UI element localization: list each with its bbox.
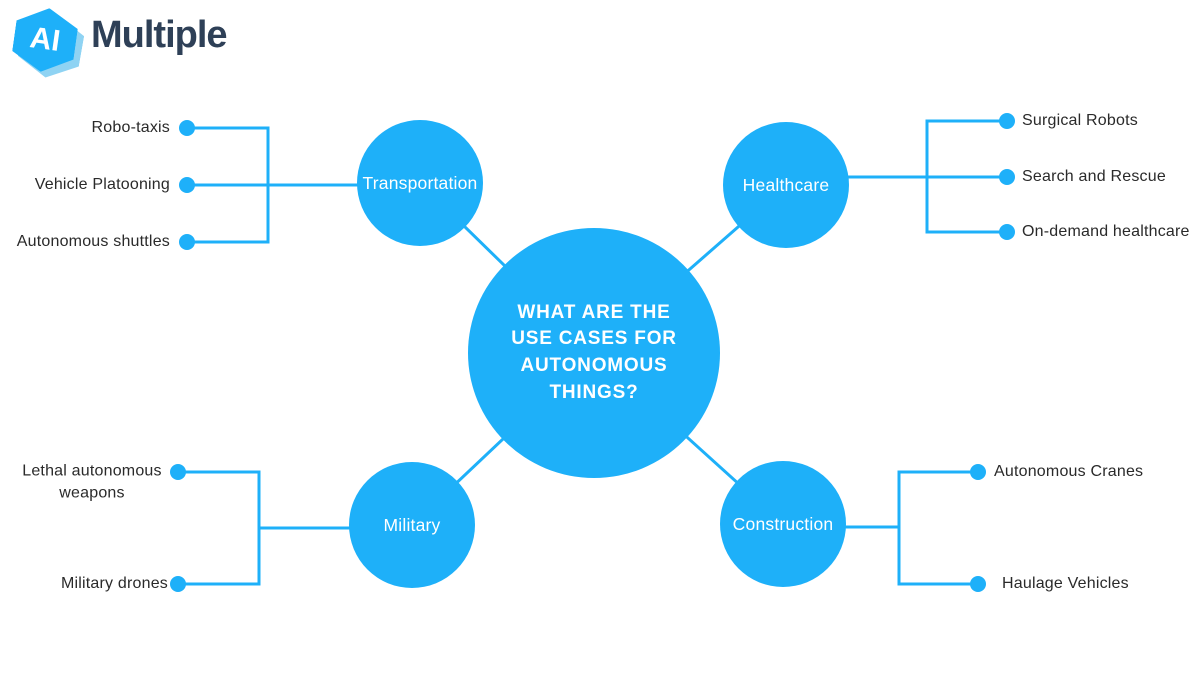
leaf-robo-taxis: Robo-taxis (91, 119, 170, 136)
leaf-autonomous-cranes: Autonomous Cranes (994, 463, 1144, 480)
leaf-search-and-rescue: Search and Rescue (1022, 168, 1166, 185)
dot-military-drones (170, 576, 186, 592)
dot-vehicle-platooning (179, 177, 195, 193)
branch-node-military: Military (349, 462, 475, 588)
leaf-haulage-vehicles: Haulage Vehicles (1002, 575, 1129, 592)
branch-label-military: Military (383, 514, 441, 535)
leaf-surgical-robots: Surgical Robots (1022, 112, 1138, 129)
leaf-lethal-autonomous-weapons: Lethal autonomous weapons (22, 462, 162, 502)
leaf-military-drones: Military drones (60, 575, 168, 592)
leaf-autonomous-shuttles: Autonomous shuttles (16, 233, 170, 250)
aimultiple-logo: AI Multiple (13, 6, 228, 76)
dot-autonomous-cranes (970, 464, 986, 480)
central-topic-node: WHAT ARE THE USE CASES FOR AUTONOMOUS TH… (468, 228, 720, 478)
branch-node-healthcare: Healthcare (723, 122, 849, 248)
logo-brand-text: Multiple (91, 14, 228, 56)
branch-node-transportation: Transportation (357, 120, 483, 246)
dot-autonomous-shuttles (179, 234, 195, 250)
branch-label-construction: Construction (732, 513, 834, 534)
branch-node-construction: Construction (720, 461, 846, 587)
dot-lethal-weapons (170, 464, 186, 480)
dot-search-rescue (999, 169, 1015, 185)
dot-on-demand-healthcare (999, 224, 1015, 240)
central-topic-label: WHAT ARE THE USE CASES FOR AUTONOMOUS TH… (511, 301, 677, 403)
logo-hexagon-icon: AI (13, 6, 83, 76)
dot-haulage-vehicles (970, 576, 986, 592)
leaf-on-demand-healthcare: On-demand healthcare (1022, 223, 1190, 240)
dot-robo-taxis (179, 120, 195, 136)
branch-label-healthcare: Healthcare (742, 174, 830, 195)
leaf-vehicle-platooning: Vehicle Platooning (34, 176, 170, 193)
logo-mark-text: AI (27, 21, 63, 58)
dot-surgical-robots (999, 113, 1015, 129)
branch-label-transportation: Transportation (362, 172, 478, 193)
